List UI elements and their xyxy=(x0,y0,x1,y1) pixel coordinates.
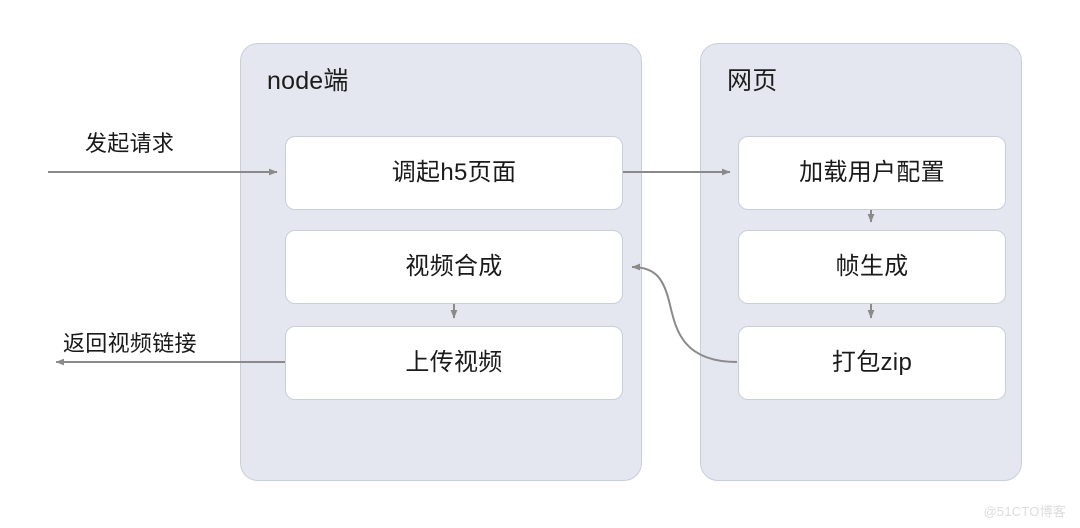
watermark: @51CTO博客 xyxy=(983,504,1066,519)
node-box-package-zip[interactable]: 打包zip xyxy=(738,326,1006,400)
node-box-invoke-h5[interactable]: 调起h5页面 xyxy=(285,136,623,210)
node-box-load-user-config[interactable]: 加载用户配置 xyxy=(738,136,1006,210)
lane-node-title: node端 xyxy=(267,67,349,95)
lane-web-title: 网页 xyxy=(727,67,778,95)
node-box-upload-video[interactable]: 上传视频 xyxy=(285,326,623,400)
edge-label-request: 发起请求 xyxy=(85,131,175,156)
edge-label-return: 返回视频链接 xyxy=(63,331,197,356)
node-box-frame-generate[interactable]: 帧生成 xyxy=(738,230,1006,304)
node-box-video-merge[interactable]: 视频合成 xyxy=(285,230,623,304)
